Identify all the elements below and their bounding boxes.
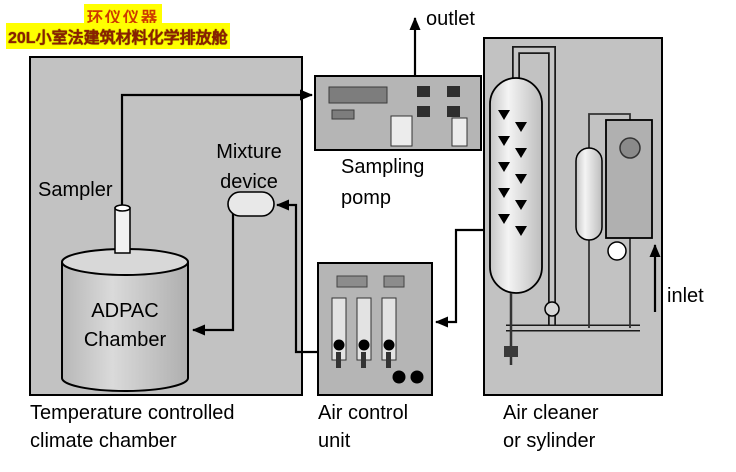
pump-button [447, 86, 460, 97]
pump-button [447, 106, 460, 117]
triangle-icon [515, 148, 527, 158]
triangle-icon [498, 136, 510, 146]
filter-media-triangles [498, 110, 527, 236]
adpac-label-line1: ADPAC [91, 300, 159, 322]
sampler-tube-top [114, 204, 131, 212]
air-cleaner-label: Air cleaner or sylinder [503, 399, 599, 455]
flow-lines [120, 17, 661, 354]
climate-label-line1: Temperature controlled [30, 402, 235, 424]
triangle-icon [498, 162, 510, 172]
pump-button [417, 86, 430, 97]
flow-arrow-cleaner-to-control [435, 228, 484, 328]
triangle-icon [515, 122, 527, 132]
mixture-device-label: Mixture device [196, 137, 302, 197]
sampler-tube-body [114, 207, 131, 254]
flow-gauge [356, 297, 372, 368]
sampler-tube [114, 204, 131, 254]
triangle-icon [515, 174, 527, 184]
mixture-label-line1: Mixture [216, 141, 282, 163]
sampling-pump-label: Sampling pomp [341, 152, 424, 214]
pump-slot [451, 117, 468, 147]
control-display [383, 275, 405, 288]
triangle-icon [498, 110, 510, 120]
air-cleaner-internals [489, 46, 653, 365]
pipe-valve [544, 301, 560, 317]
cylinder-body [61, 262, 189, 392]
adpac-label-line2: Chamber [83, 329, 167, 351]
triangle-icon [515, 226, 527, 236]
dryer-vessel [575, 147, 603, 241]
mixture-label-line2: device [220, 171, 278, 193]
flow-arrow-control-to-mixture [276, 199, 318, 354]
climate-chamber-label: Temperature controlled climate chamber [30, 399, 235, 455]
diagram-subtitle: 20L小室法建筑材料化学排放舱 [6, 23, 230, 49]
filter-vessel [489, 77, 543, 294]
flow-arrow-sampler-to-pump [120, 89, 313, 206]
adpac-chamber-cylinder [61, 248, 189, 392]
pump-display-panel [328, 86, 388, 104]
outlet-label: outlet [426, 8, 475, 30]
triangle-icon [498, 188, 510, 198]
pump-small-display [331, 109, 355, 120]
control-display [336, 275, 368, 288]
pump-button [417, 106, 430, 117]
triangle-icon [515, 200, 527, 210]
climate-label-line2: climate chamber [30, 430, 177, 452]
triangle-icon [498, 214, 510, 224]
dryer-inlet-line [588, 113, 631, 148]
sampling-pump-unit [314, 75, 482, 151]
adpac-chamber-label: ADPAC Chamber [62, 297, 188, 355]
flow-gauge [331, 297, 347, 368]
control-knob [410, 370, 424, 384]
pipe-inner [513, 47, 555, 328]
mixture-device-capsule [227, 191, 275, 217]
air-control-unit-label: Air control unit [318, 399, 408, 455]
drain-valve [504, 346, 518, 357]
sampler-label: Sampler [38, 179, 113, 201]
flow-gauge [381, 297, 397, 368]
control-label-line2: unit [318, 430, 351, 452]
flow-arrow-mixture-to-chamber [192, 208, 235, 336]
cleaner-label-line2: or sylinder [503, 430, 596, 452]
pump-label-line1: Sampling [341, 156, 425, 178]
air-control-unit [317, 262, 433, 396]
inlet-label: inlet [667, 285, 704, 307]
control-knob [392, 370, 406, 384]
pump-slot [390, 115, 413, 147]
pump-label-line2: pomp [341, 187, 392, 209]
regulator-knob [607, 241, 627, 261]
cleaner-label-line1: Air cleaner [503, 402, 599, 424]
control-label-line1: Air control [318, 402, 409, 424]
regulator-gauge [619, 137, 641, 159]
